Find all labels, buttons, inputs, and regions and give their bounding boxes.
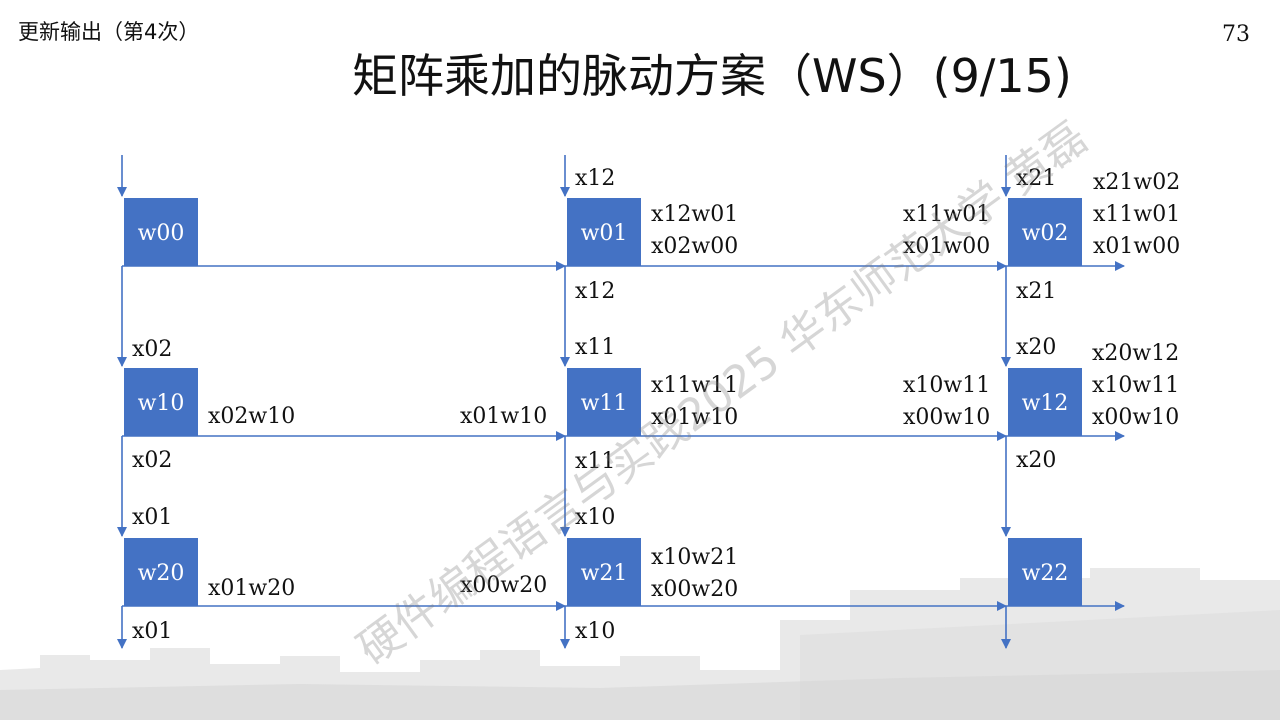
signal-label: x02w10 — [208, 404, 295, 429]
signal-label: x01 — [132, 505, 172, 530]
signal-label: x02 — [132, 448, 172, 473]
pe-node-w02 — [1008, 198, 1082, 266]
signal-label: x11w01 — [903, 202, 990, 227]
signal-label: x10w21 — [651, 545, 738, 570]
pe-label-w02: w02 — [1022, 221, 1069, 246]
pe-node-w01 — [567, 198, 641, 266]
pe-label-w21: w21 — [581, 561, 628, 586]
section-note: 更新输出（第4次） — [18, 20, 200, 44]
signal-label: x21 — [1016, 279, 1056, 304]
signal-label: x00w20 — [460, 573, 547, 598]
signal-label: x10 — [575, 619, 615, 644]
signal-label: x21 — [1016, 166, 1056, 191]
pe-node-w10 — [124, 368, 198, 436]
signal-label: x11w01 — [1093, 202, 1180, 227]
pe-node-w00 — [124, 198, 198, 266]
pe-label-w11: w11 — [581, 391, 628, 416]
signal-label: x02 — [132, 337, 172, 362]
pe-label-w22: w22 — [1022, 561, 1069, 586]
signal-label: x01 — [132, 619, 172, 644]
slide-title: 矩阵乘加的脉动方案（WS）(9/15) — [352, 49, 1072, 103]
pe-node-w11 — [567, 368, 641, 436]
signal-label: x11 — [575, 449, 615, 474]
pe-node-w22 — [1008, 538, 1082, 606]
signal-label: x12 — [575, 166, 615, 191]
signal-label: x02w00 — [651, 234, 738, 259]
pe-node-w12 — [1008, 368, 1082, 436]
signal-label: x11w11 — [651, 373, 738, 398]
pe-node-w21 — [567, 538, 641, 606]
signal-label: x01w00 — [903, 234, 990, 259]
pe-label-w12: w12 — [1022, 391, 1069, 416]
signal-label: x00w20 — [651, 577, 738, 602]
signal-label: x01w00 — [1093, 234, 1180, 259]
signal-label: x10w11 — [903, 373, 990, 398]
pe-label-w00: w00 — [138, 221, 185, 246]
signal-label: x00w10 — [903, 405, 990, 430]
signal-label: x10 — [575, 505, 615, 530]
signal-label: x00w10 — [1092, 405, 1179, 430]
signal-label: x01w10 — [651, 405, 738, 430]
pe-label-w01: w01 — [581, 221, 628, 246]
pe-label-w10: w10 — [138, 391, 185, 416]
pe-label-w20: w20 — [138, 561, 185, 586]
signal-label: x11 — [575, 335, 615, 360]
signal-label: x12w01 — [651, 202, 738, 227]
signal-label: x21w02 — [1093, 170, 1180, 195]
signal-label: x20 — [1016, 448, 1056, 473]
signal-label: x01w20 — [208, 576, 295, 601]
signal-label: x01w10 — [460, 404, 547, 429]
signal-label: x20w12 — [1092, 341, 1179, 366]
pe-node-w20 — [124, 538, 198, 606]
pe-layer: w00 w01 w02 w10 w11 w12 w20 w21 w22 — [124, 198, 1082, 606]
signal-label: x12 — [575, 279, 615, 304]
signal-label: x20 — [1016, 335, 1056, 360]
page-number: 73 — [1222, 22, 1250, 47]
signal-label: x10w11 — [1092, 373, 1179, 398]
